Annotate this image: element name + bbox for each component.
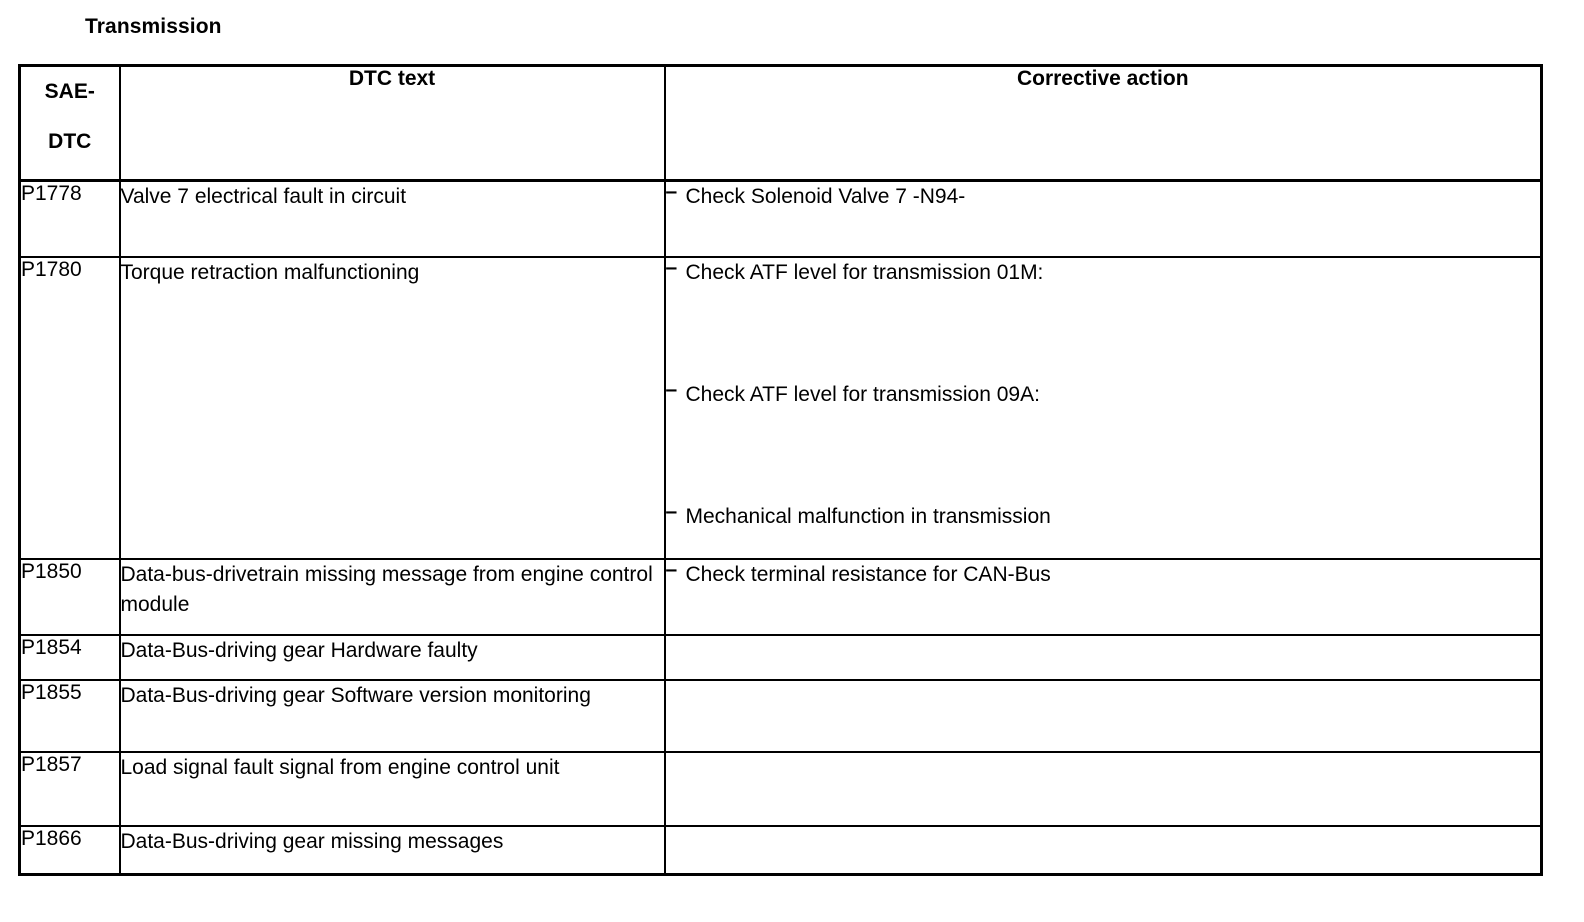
cell-dtc-text: Data-Bus-driving gear missing messages [118, 825, 666, 876]
table-header-row: SAE- DTC DTC text Corrective action [18, 64, 1543, 182]
dtc-table: SAE- DTC DTC text Corrective action P177… [18, 64, 1543, 876]
action-spacer [666, 410, 1541, 502]
cell-corrective-action: – Check Solenoid Valve 7 -N94- [663, 179, 1543, 258]
action-item: – Check terminal resistance for CAN-Bus [666, 558, 1541, 590]
cell-dtc-code: P1778 [18, 179, 121, 258]
dash-bullet-icon: – [665, 500, 678, 523]
cell-dtc-text: Torque retraction malfunctioning [118, 256, 666, 560]
dtc-table-container: SAE- DTC DTC text Corrective action P177… [18, 64, 1543, 876]
dash-bullet-icon: – [665, 378, 678, 401]
cell-corrective-action [663, 751, 1543, 827]
table-row: P1854 Data-Bus-driving gear Hardware fau… [18, 634, 1543, 681]
cell-dtc-text: Data-Bus-driving gear Hardware faulty [118, 634, 666, 681]
cell-dtc-code: P1850 [18, 558, 121, 636]
cell-dtc-text: Valve 7 electrical fault in circuit [118, 179, 666, 258]
table-row: P1850 Data-bus-drivetrain missing messag… [18, 558, 1543, 636]
dash-bullet-icon: – [665, 558, 678, 581]
action-item-label: Mechanical malfunction in transmission [685, 505, 1051, 528]
cell-dtc-text: Data-Bus-driving gear Software version m… [118, 679, 666, 753]
column-header-corrective-action: Corrective action [663, 64, 1543, 182]
page-title: Transmission [85, 15, 222, 38]
table-row: P1778 Valve 7 electrical fault in circui… [18, 179, 1543, 258]
action-spacer [666, 288, 1541, 380]
cell-dtc-text: Data-bus-drivetrain missing message from… [118, 558, 666, 636]
cell-dtc-code: P1857 [18, 751, 121, 827]
cell-corrective-action [663, 825, 1543, 876]
action-item-label: Check Solenoid Valve 7 -N94- [685, 185, 966, 208]
column-header-sae-dtc: SAE- DTC [18, 64, 121, 182]
action-item: – Check ATF level for transmission 01M: [666, 256, 1541, 288]
cell-dtc-code: P1855 [18, 679, 121, 753]
action-item-label: Check ATF level for transmission 01M: [685, 261, 1044, 284]
table-row: P1866 Data-Bus-driving gear missing mess… [18, 825, 1543, 876]
cell-corrective-action [663, 679, 1543, 753]
column-header-sae-dtc-line2: DTC [48, 130, 92, 153]
action-item: – Check Solenoid Valve 7 -N94- [666, 180, 1541, 212]
cell-dtc-code: P1866 [18, 825, 121, 876]
cell-corrective-action: – Check ATF level for transmission 01M: … [663, 256, 1543, 560]
action-item-label: Check terminal resistance for CAN-Bus [685, 563, 1051, 586]
cell-corrective-action [663, 634, 1543, 681]
cell-dtc-code: P1854 [18, 634, 121, 681]
column-header-sae-dtc-line1: SAE- [44, 80, 95, 103]
action-item: – Check ATF level for transmission 09A: [666, 378, 1541, 410]
cell-corrective-action: – Check terminal resistance for CAN-Bus [663, 558, 1543, 636]
table-header: SAE- DTC DTC text Corrective action [18, 64, 1543, 182]
cell-dtc-code: P1780 [18, 256, 121, 560]
column-header-dtc-text: DTC text [118, 64, 666, 182]
dash-bullet-icon: – [665, 180, 678, 203]
table-body: P1778 Valve 7 electrical fault in circui… [18, 179, 1543, 876]
table-row: P1855 Data-Bus-driving gear Software ver… [18, 679, 1543, 753]
table-row: P1857 Load signal fault signal from engi… [18, 751, 1543, 827]
action-item-label: Check ATF level for transmission 09A: [685, 383, 1040, 406]
dash-bullet-icon: – [665, 256, 678, 279]
cell-dtc-text: Load signal fault signal from engine con… [118, 751, 666, 827]
table-row: P1780 Torque retraction malfunctioning –… [18, 256, 1543, 560]
action-item: – Mechanical malfunction in transmission [666, 500, 1541, 532]
